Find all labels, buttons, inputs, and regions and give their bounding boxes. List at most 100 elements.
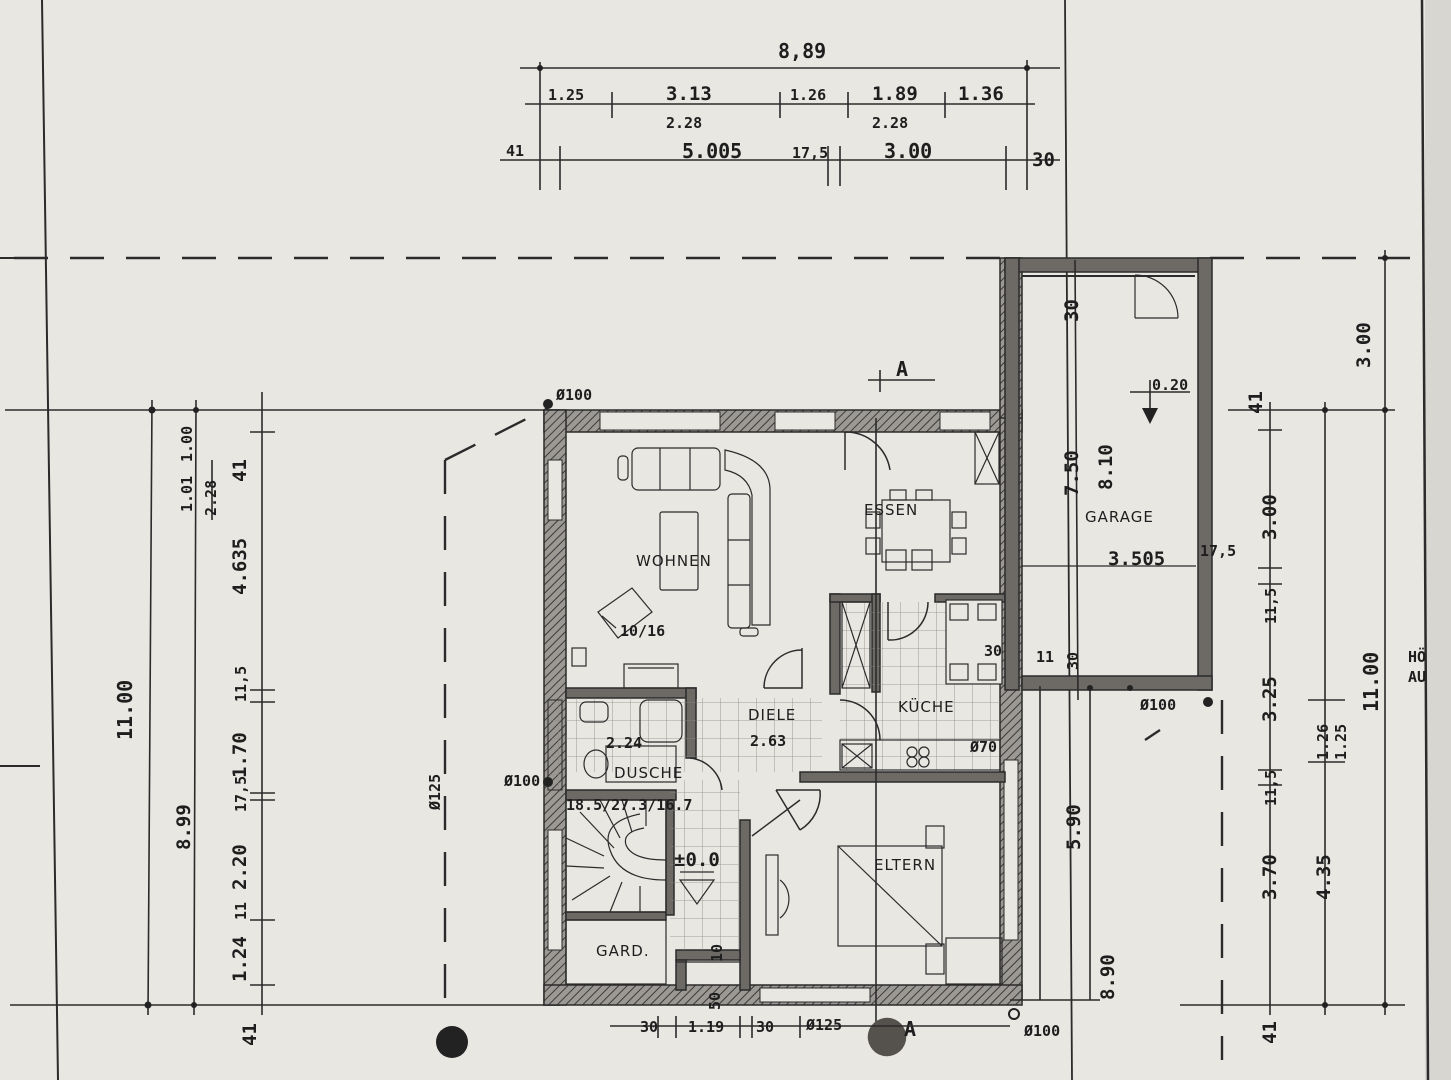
- section-marker: [867, 370, 935, 1057]
- dim-garage-wall: 30: [1061, 299, 1083, 322]
- dim-right-115-b: 11,5: [1262, 770, 1280, 806]
- dim-top-sub-2: 2.28: [872, 114, 908, 132]
- room-label-kueche: KÜCHE: [898, 697, 955, 716]
- paper-edge: [1425, 0, 1451, 1080]
- dim-left-41-top: 41: [229, 459, 251, 482]
- dim-right-41-top: 41: [1245, 391, 1267, 414]
- dim-top-3: 1.26: [790, 86, 826, 104]
- dim-right-435: 4.35: [1313, 854, 1335, 900]
- dim-garage-depth: 7.50: [1061, 450, 1083, 496]
- edge-text-2: AU: [1408, 668, 1426, 686]
- section-marker-bottom: A: [904, 1017, 916, 1041]
- dim-right-325: 3.25: [1259, 676, 1281, 722]
- room-label-gard: GARD.: [596, 942, 650, 960]
- dim-top-30: 30: [1032, 149, 1055, 171]
- annotation-dim-30-vertical: 30: [1064, 652, 1082, 670]
- dim-left-220: 2.20: [229, 844, 251, 890]
- room-label-essen: ESSEN: [864, 501, 918, 519]
- dim-left-100: 1.00: [178, 426, 196, 462]
- dim-right-overall: 11.00: [1359, 652, 1383, 712]
- annotation-downpipe-bottom: Ø100: [1023, 1022, 1060, 1040]
- annotation-dim-10-16: 10/16: [620, 622, 665, 640]
- dim-top-41: 41: [506, 142, 524, 160]
- annotation-bottom-50: 50: [706, 992, 724, 1010]
- dim-top-5005: 5.005: [682, 139, 742, 163]
- dim-top-sub-1: 2.28: [666, 114, 702, 132]
- property-line: [1064, 0, 1073, 1080]
- annotation-bottom-119: 1.19: [688, 1018, 724, 1036]
- room-label-diele: DIELE: [748, 706, 796, 724]
- right-dimensions: [1180, 250, 1405, 1015]
- garage: [1004, 257, 1213, 701]
- annotation-dim-2-63: 2.63: [750, 732, 786, 750]
- border-line-left: [41, 0, 59, 1080]
- annotation-downpipe-garage: Ø100: [1139, 696, 1176, 714]
- dim-right-126: 1.26: [1314, 724, 1332, 760]
- dashed-tick: [1144, 729, 1161, 741]
- dim-top-175: 17,5: [792, 144, 828, 162]
- dim-left-11: 11: [232, 902, 250, 920]
- downpipe-icon: [543, 399, 553, 409]
- dim-left-170: 1.70: [229, 732, 251, 778]
- room-label-garage: GARAGE: [1085, 508, 1154, 526]
- dim-left-41-bottom: 41: [239, 1023, 261, 1046]
- annotation-dim-2-24: 2.24: [606, 734, 642, 752]
- punch-hole: [436, 1026, 468, 1058]
- dim-left-overall: 11.00: [113, 680, 137, 740]
- dim-garage-length: 8.10: [1095, 444, 1117, 490]
- room-label-dusche: DUSCHE: [614, 764, 683, 782]
- dim-right-41-bottom: 41: [1259, 1021, 1281, 1044]
- dim-top-2: 3.13: [666, 83, 712, 105]
- annotation-dim-8-90: 8.90: [1097, 954, 1119, 1000]
- furniture: [565, 431, 1003, 985]
- dim-right-115-a: 11,5: [1262, 588, 1280, 624]
- dim-right-300: 3.00: [1259, 494, 1281, 540]
- dim-top-4: 1.89: [872, 83, 918, 105]
- tiled-floor-hall: [670, 780, 740, 950]
- bottom-dimensions: [610, 685, 1133, 1038]
- dim-left-101: 1.01: [178, 476, 196, 512]
- annotation-downpipe-top: Ø100: [555, 386, 592, 404]
- dim-garage-side: 17,5: [1200, 542, 1236, 560]
- annotation-bottom-30-a: 30: [640, 1018, 658, 1036]
- left-dimensions: [5, 392, 560, 1016]
- dim-top-300: 3.00: [884, 139, 932, 163]
- dim-left-4635: 4.635: [229, 538, 251, 595]
- dim-left-899: 8.99: [173, 804, 195, 850]
- annotation-dim-70: Ø70: [969, 738, 997, 756]
- dashed-line-diagonal: [444, 406, 549, 462]
- downpipe-icon: [543, 777, 553, 787]
- room-label-eltern: ELTERN: [874, 856, 936, 874]
- tiled-floor-diele: [566, 698, 822, 772]
- doors: [689, 431, 929, 837]
- annotation-bottom-30-b: 30: [756, 1018, 774, 1036]
- dim-right-125: 1.25: [1332, 724, 1350, 760]
- annotation-level: ±0.0: [674, 849, 720, 871]
- dim-top-1: 1.25: [548, 86, 584, 104]
- dim-right-370: 3.70: [1259, 854, 1281, 900]
- top-dimensions: [500, 60, 1060, 190]
- section-marker-top: A: [896, 357, 908, 381]
- dim-left-124: 1.24: [229, 936, 251, 982]
- dim-garage-step: 0.20: [1152, 376, 1188, 394]
- room-label-wohnen: WOHNEN: [636, 552, 712, 570]
- dim-garage-width: 3.505: [1108, 548, 1165, 570]
- downpipe-icon: [1008, 1008, 1020, 1020]
- annotation-dim-5-90: 5.90: [1063, 804, 1085, 850]
- annotation-dia125-bottom: Ø125: [805, 1016, 842, 1034]
- annotation-dim-30: 30: [984, 642, 1002, 660]
- annotation-downpipe-left: Ø100: [503, 772, 540, 790]
- border-line-right: [1420, 0, 1430, 1080]
- downpipe-icon: [1203, 697, 1213, 707]
- dim-left-175: 17,5: [232, 776, 250, 812]
- annotation-stairs: 18.5/27.3/16.7: [566, 796, 692, 814]
- annotation-dim-11: 11: [1036, 648, 1054, 666]
- dim-overall-width: 8,89: [778, 39, 826, 63]
- dim-left-115: 11,5: [232, 666, 250, 702]
- annotation-dia125-left: Ø125: [426, 774, 444, 811]
- edge-text-1: HÖ: [1408, 647, 1426, 666]
- dim-left-228: 2.28: [202, 480, 220, 516]
- dim-right-300-top: 3.00: [1353, 322, 1375, 368]
- dim-top-5: 1.36: [958, 83, 1004, 105]
